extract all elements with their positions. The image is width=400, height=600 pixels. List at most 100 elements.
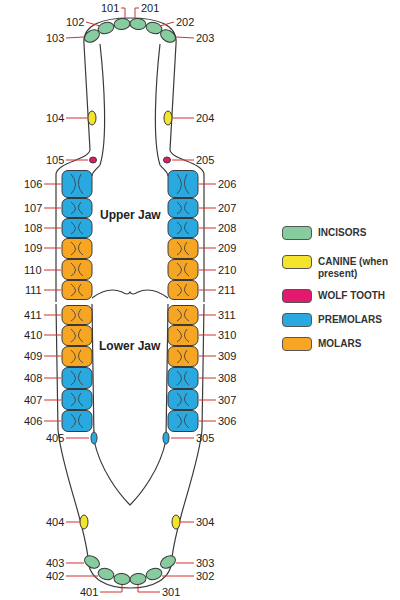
incisor-tooth — [130, 573, 147, 585]
tooth-detail — [71, 350, 83, 363]
callout-number: 108 — [24, 222, 42, 235]
callout-number: 201 — [141, 2, 159, 15]
callout-number: 204 — [196, 112, 214, 125]
premolar-tooth — [168, 411, 198, 432]
tooth-detail — [177, 350, 189, 363]
tooth-detail — [71, 309, 83, 321]
molar-tooth — [168, 326, 198, 346]
tooth-detail — [177, 393, 189, 406]
incisor-tooth — [82, 553, 101, 571]
molar-tooth — [168, 239, 198, 259]
callout-number: 411 — [24, 309, 42, 322]
callout-number: 302 — [196, 570, 214, 583]
molar-tooth — [62, 281, 92, 300]
callout-number: 109 — [24, 242, 42, 255]
wolf-tooth — [90, 157, 97, 163]
callout-number: 303 — [196, 557, 214, 570]
premolar-tooth — [168, 219, 198, 238]
callout-number: 107 — [24, 202, 42, 215]
tooth-detail — [71, 174, 83, 194]
callout-number: 407 — [24, 394, 42, 407]
molar-tooth — [168, 347, 198, 367]
callout-number: 306 — [218, 415, 236, 428]
callout-number: 106 — [24, 178, 42, 191]
jaw-label: Lower Jaw — [99, 340, 160, 353]
tooth-detail — [71, 222, 83, 234]
molar-tooth — [62, 326, 92, 346]
tooth-detail — [177, 263, 189, 276]
callout-number: 111 — [25, 284, 42, 297]
callout-number: 105 — [46, 154, 64, 167]
tooth-detail — [71, 263, 83, 276]
premolar-tooth — [168, 390, 198, 410]
tooth-detail — [177, 222, 189, 234]
canine-tooth — [172, 515, 180, 529]
callout-number: 206 — [218, 178, 236, 191]
tooth-detail — [177, 414, 189, 428]
tooth-detail — [71, 329, 83, 342]
callout-number: 101 — [101, 2, 119, 15]
tooth-detail — [177, 309, 189, 321]
incisor-tooth — [145, 567, 163, 582]
callout-number: 209 — [218, 242, 236, 255]
callout-number: 402 — [46, 570, 64, 583]
molar-tooth — [168, 260, 198, 280]
tooth-detail — [177, 329, 189, 342]
callout-number: 305 — [196, 432, 214, 445]
callout-number: 210 — [218, 264, 236, 277]
molar-tooth — [168, 306, 198, 325]
callout-number: 110 — [24, 264, 42, 277]
callout-number: 207 — [218, 202, 236, 215]
callout-number: 103 — [46, 32, 64, 45]
tooth-detail — [177, 202, 189, 214]
callout-number: 406 — [24, 415, 42, 428]
callout-number: 405 — [46, 432, 64, 445]
premolar-tooth — [168, 368, 198, 389]
tooth-detail — [71, 242, 83, 255]
premolar-tooth — [163, 432, 169, 444]
tooth-detail — [71, 414, 83, 428]
legend-text: WOLF TOOTH — [318, 290, 396, 302]
legend-swatch — [282, 337, 312, 351]
legend-swatch — [282, 313, 312, 327]
canine-tooth — [88, 111, 96, 125]
premolar-tooth — [168, 199, 198, 218]
incisor-tooth — [97, 21, 115, 36]
canine-tooth — [80, 515, 88, 529]
tooth-detail — [71, 284, 83, 296]
legend-text: INCISORS — [318, 227, 396, 239]
jaw-outline — [56, 18, 204, 588]
tooth-detail — [177, 371, 189, 385]
callout-number: 309 — [218, 350, 236, 363]
callout-number: 310 — [218, 329, 236, 342]
teeth — [62, 18, 198, 585]
incisor-tooth — [158, 553, 177, 571]
tooth-detail — [71, 393, 83, 406]
callout-number: 409 — [24, 350, 42, 363]
incisor-tooth — [97, 567, 115, 582]
premolar-tooth — [168, 171, 198, 198]
callout-number: 211 — [218, 284, 236, 297]
tooth-detail — [71, 371, 83, 385]
premolar-tooth — [62, 199, 92, 218]
callout-number: 401 — [80, 586, 98, 599]
leader-lines — [44, 8, 216, 592]
molar-tooth — [62, 347, 92, 367]
incisor-tooth — [130, 18, 147, 30]
legend-text: CANINE (when present) — [318, 256, 396, 280]
incisor-tooth — [114, 573, 131, 585]
callout-number: 311 — [218, 309, 236, 322]
callout-number: 102 — [66, 16, 84, 29]
tooth-detail — [177, 242, 189, 255]
tooth-detail — [71, 202, 83, 214]
molar-tooth — [62, 239, 92, 259]
molar-tooth — [168, 281, 198, 300]
callout-number: 308 — [218, 372, 236, 385]
callout-number: 404 — [46, 516, 64, 529]
premolar-tooth — [62, 411, 92, 432]
molar-tooth — [62, 306, 92, 325]
callout-number: 104 — [46, 112, 64, 125]
premolar-tooth — [62, 171, 92, 198]
callout-number: 408 — [24, 372, 42, 385]
